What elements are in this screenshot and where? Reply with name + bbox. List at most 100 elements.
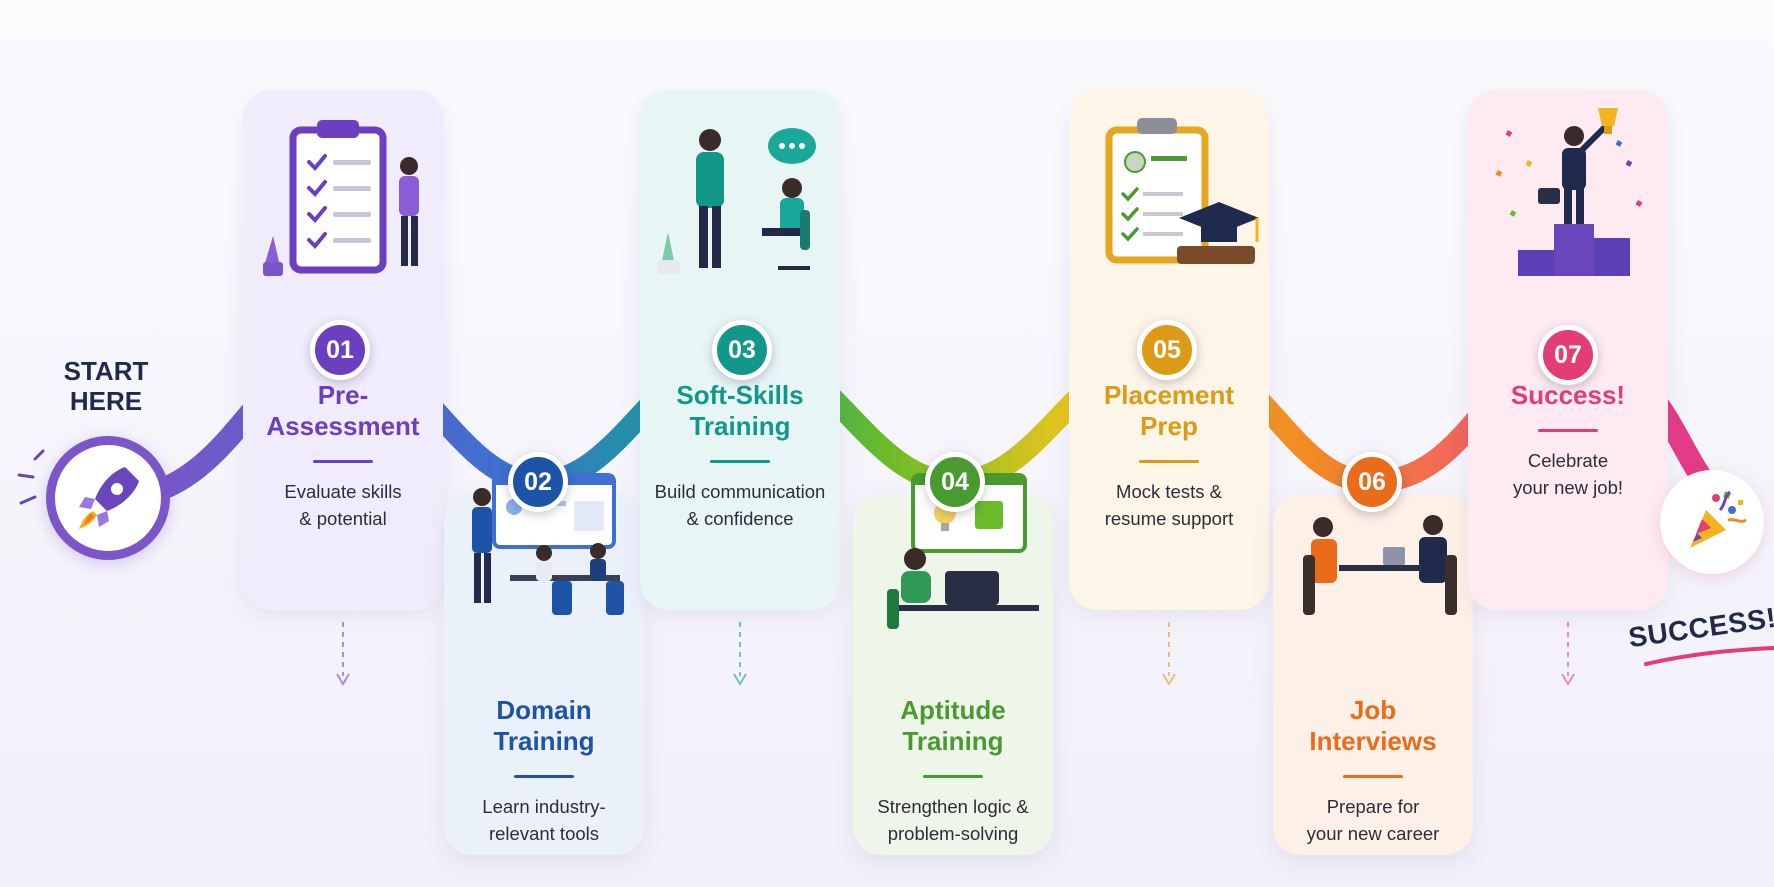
step-divider — [313, 460, 373, 463]
person-body — [399, 176, 419, 216]
speaker-leg — [699, 206, 708, 268]
confetti-piece — [1635, 200, 1643, 207]
step-badge-02: 02 — [508, 452, 568, 512]
check-mark — [307, 232, 327, 249]
step-badge-05: 05 — [1137, 320, 1197, 380]
speaker-head — [699, 129, 721, 151]
step-number: 02 — [524, 467, 552, 496]
board-clip — [1137, 118, 1177, 134]
graduation-cap — [1179, 202, 1259, 234]
step-number: 07 — [1554, 340, 1582, 369]
speaker-body — [696, 152, 724, 208]
person-head — [400, 157, 418, 175]
step-description: Evaluate skills & potential — [284, 481, 402, 529]
check-mark — [307, 154, 327, 171]
winner-leg — [1576, 188, 1584, 224]
presenter-head — [473, 488, 491, 506]
bubble-dot — [779, 143, 785, 149]
step-number: 03 — [728, 335, 756, 364]
party-popper-icon — [1690, 490, 1747, 548]
step-number: 06 — [1358, 467, 1386, 496]
confetti-piece — [1509, 210, 1517, 217]
chair — [1303, 555, 1315, 615]
step-badge-03: 03 — [712, 320, 772, 380]
arrow-head — [1162, 673, 1176, 686]
text-line — [1143, 192, 1183, 196]
step-badge-07: 07 — [1538, 325, 1598, 385]
learner-body — [901, 571, 931, 603]
start-here-label: START HERE — [63, 356, 149, 416]
text-line — [333, 186, 371, 191]
confetti-piece — [1505, 130, 1513, 137]
chair — [887, 589, 899, 629]
candidate-body — [1311, 539, 1337, 583]
step-description: Prepare for your new career — [1306, 796, 1440, 844]
laptop — [1383, 547, 1405, 565]
resume-graduation-icon — [1105, 118, 1259, 264]
step-title: Domain Training — [493, 695, 595, 756]
conversation-icon — [658, 128, 816, 274]
rocket-icon — [79, 467, 139, 529]
text-line — [333, 160, 371, 165]
person-leg — [401, 216, 408, 266]
laptop-screen — [945, 571, 999, 605]
listener-lap — [762, 228, 802, 236]
plant-pot — [658, 260, 680, 274]
podium-step — [1518, 250, 1554, 276]
check-mark — [1121, 227, 1139, 242]
step-title: Pre- Assessment — [266, 380, 420, 441]
student-body — [590, 559, 606, 581]
resume-photo — [1124, 151, 1146, 173]
text-line — [1143, 212, 1183, 216]
trophy-base — [1604, 126, 1612, 134]
student-body — [536, 561, 552, 581]
step-badge-04: 04 — [925, 452, 985, 512]
confetti-piece — [1615, 140, 1623, 147]
check-mark — [307, 206, 327, 223]
step-divider — [710, 460, 770, 463]
clipboard-checklist-icon — [263, 120, 419, 276]
step-title: Soft-Skills Training — [676, 380, 804, 441]
check-mark — [307, 180, 327, 197]
desk — [510, 575, 620, 581]
text-line — [333, 212, 371, 217]
step-description: Build communication & confidence — [654, 481, 826, 529]
step-badge-06: 06 — [1342, 452, 1402, 512]
arrow-head — [1561, 673, 1575, 686]
listener-head — [782, 178, 802, 198]
step-divider — [923, 775, 983, 778]
step-title: Success! — [1510, 380, 1626, 410]
resume-line — [1151, 156, 1187, 161]
winner-arm — [1579, 123, 1609, 153]
step-description: Celebrate your new job! — [1512, 450, 1624, 498]
candidate-head — [1313, 517, 1333, 537]
bulb-base — [941, 523, 949, 531]
table — [1339, 565, 1421, 571]
book-stack — [1177, 246, 1255, 264]
step-divider — [1139, 460, 1199, 463]
check-mark — [1121, 207, 1139, 222]
presenter-leg — [474, 553, 481, 603]
trophy-cup — [1598, 108, 1618, 126]
step-title: Placement Prep — [1103, 380, 1235, 441]
step-description: Learn industry- relevant tools — [482, 796, 606, 844]
chair-back — [800, 210, 810, 250]
presenter-leg — [484, 553, 491, 603]
cap-base — [1201, 224, 1237, 242]
arrow-head — [733, 673, 747, 686]
trophy-podium-icon — [1495, 108, 1643, 276]
text-line — [333, 238, 371, 243]
step-number: 05 — [1153, 335, 1181, 364]
plant-leaf — [263, 236, 281, 270]
presenter-body — [472, 507, 492, 553]
step-divider — [1538, 429, 1598, 432]
dashed-arrow-icon — [1561, 622, 1575, 686]
step-description: Mock tests & resume support — [1104, 481, 1234, 529]
dashed-arrow-icon — [733, 622, 747, 686]
chair — [606, 581, 624, 615]
chair — [552, 581, 572, 615]
desk — [899, 605, 1039, 611]
clipboard-clip — [317, 120, 359, 138]
